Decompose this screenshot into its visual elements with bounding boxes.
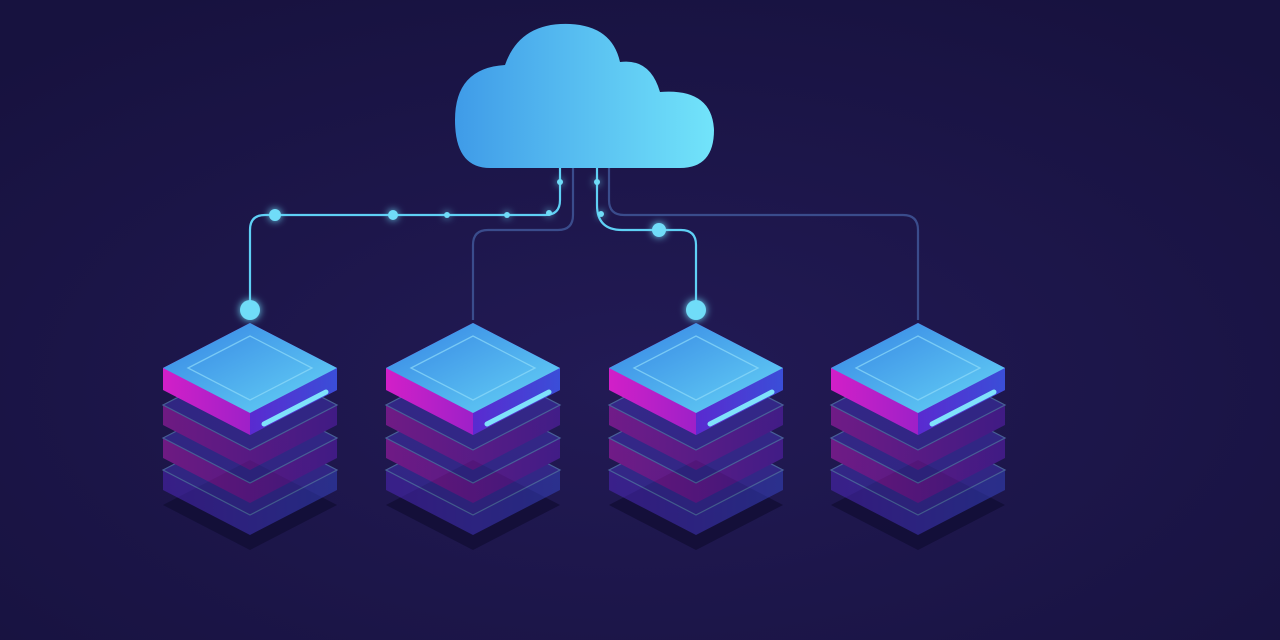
cloud-icon [455,23,714,169]
server-icon-1 [163,323,337,550]
server-icon-2 [386,323,560,550]
server-icon-3 [609,323,783,550]
server-icon-4 [831,323,1005,550]
network-nodes [240,179,706,320]
